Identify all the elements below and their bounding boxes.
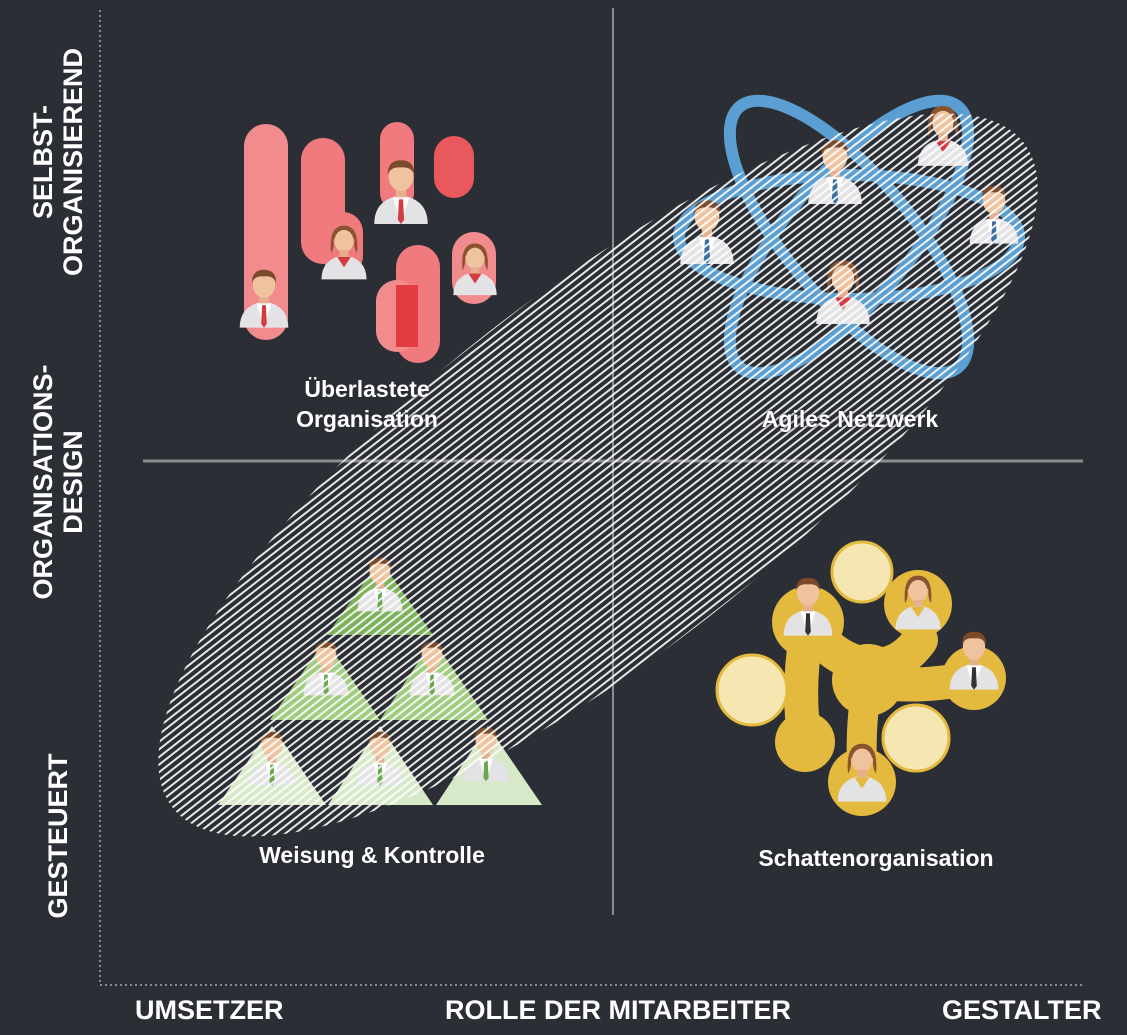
overloaded-bars-icon	[239, 122, 497, 363]
quadrant-bottom-right-title: Schattenorganisation	[758, 845, 994, 871]
x-axis-left-label: UMSETZER	[135, 995, 284, 1025]
quadrant-bottom-left-title: Weisung & Kontrolle	[259, 842, 485, 868]
diagonal-stripe-band	[158, 113, 1038, 837]
y-axis-bottom-label: GESTEUERT	[43, 753, 73, 919]
quadrant-top-left-title: Überlastete Organisation	[296, 376, 438, 432]
y-axis-middle-label: ORGANISATIONS- DESIGN	[28, 364, 88, 600]
y-axis-top-label: SELBST- ORGANISIEREND	[28, 47, 88, 277]
shadow-network-icon	[715, 540, 1006, 816]
x-axis-center-label: ROLLE DER MITARBEITER	[445, 995, 791, 1025]
quadrant-top-right-title: Agiles Netzwerk	[761, 406, 939, 432]
x-axis-right-label: GESTALTER	[942, 995, 1102, 1025]
